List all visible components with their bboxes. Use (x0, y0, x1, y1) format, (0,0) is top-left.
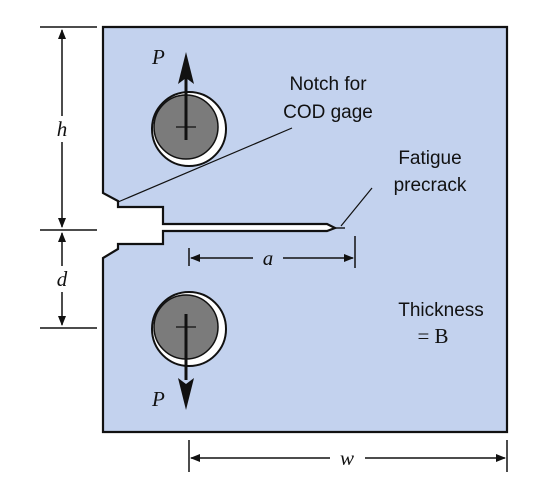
notch-label-line2: COD gage (283, 102, 373, 123)
dimension-label-d: d (57, 267, 68, 291)
top-loading-pin (151, 91, 227, 167)
notch-leader-line (117, 127, 293, 203)
dimension-d (40, 232, 97, 329)
dimension-label-w: w (340, 446, 354, 470)
notch-label-line1: Notch for (289, 74, 367, 95)
load-arrow-down (178, 314, 194, 410)
thickness-label-line2: = B (417, 324, 448, 348)
dimension-h (40, 26, 97, 231)
fatigue-label-line2: precrack (394, 175, 467, 196)
bottom-loading-pin (151, 291, 227, 367)
load-arrow-up (178, 52, 194, 140)
dimension-a (188, 236, 356, 268)
load-label-bottom: P (151, 387, 165, 411)
fatigue-label-line1: Fatigue (398, 148, 461, 169)
load-label-top: P (151, 45, 165, 69)
thickness-label-line1: Thickness (398, 300, 484, 321)
dimension-w (188, 440, 508, 472)
dimension-label-a: a (263, 246, 274, 270)
dimension-label-h: h (57, 117, 68, 141)
precrack-leader-line (340, 187, 373, 227)
